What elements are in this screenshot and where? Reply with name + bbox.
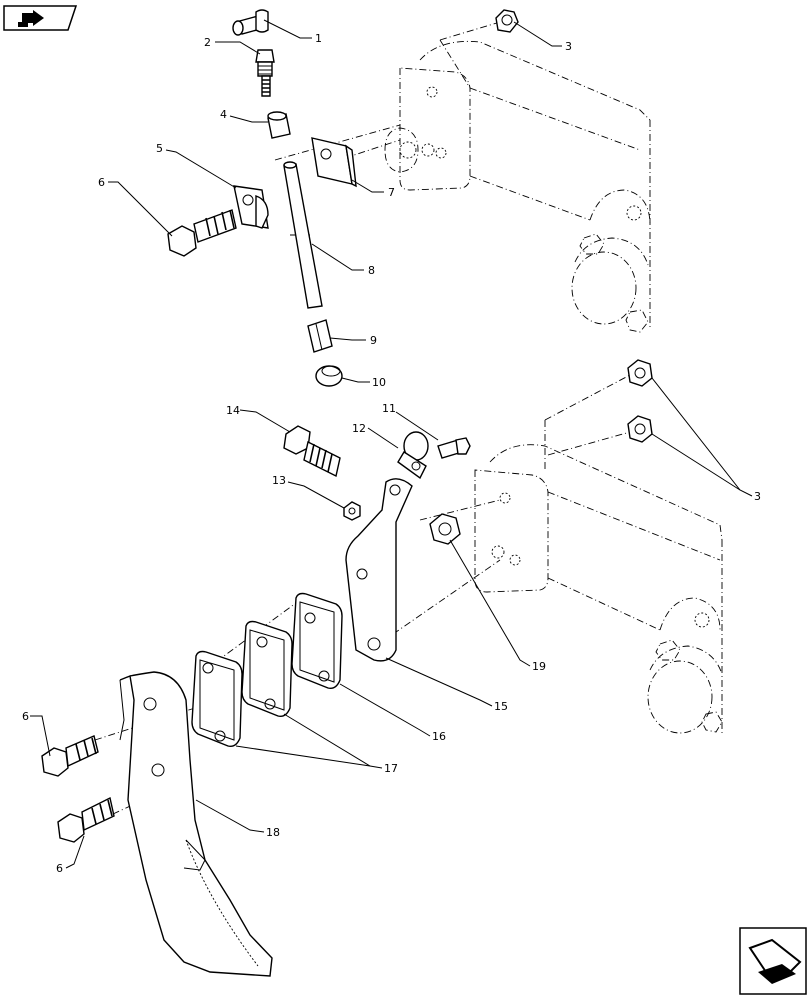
part-7-plate	[311, 137, 357, 188]
callout-17: 17	[384, 762, 398, 775]
callout-5: 5	[156, 142, 163, 155]
part-19-nut	[429, 513, 461, 545]
part-9-union	[307, 319, 333, 353]
part-6-bolt-low	[57, 796, 115, 843]
callout-15: 15	[494, 700, 508, 713]
callout-16: 16	[432, 730, 446, 743]
callout-14: 14	[226, 404, 240, 417]
part-8-tube	[283, 161, 323, 309]
part-18-shank	[119, 671, 273, 977]
part-2-grease-nipple	[255, 49, 275, 97]
part-13-nut	[343, 501, 361, 521]
part-11-bolt	[437, 437, 471, 459]
callout-4: 4	[220, 108, 227, 121]
callout-9: 9	[370, 334, 377, 347]
leader-lines	[30, 19, 753, 869]
callout-3-top: 3	[565, 40, 572, 53]
part-3-nut-lower-b	[627, 415, 653, 443]
part-10-ferrule	[315, 365, 343, 387]
callout-8: 8	[368, 264, 375, 277]
callouts: 1 2 3 4 5 6 7 8 9 10 11 12 13 14 3 19 15…	[22, 32, 761, 875]
callout-2: 2	[204, 36, 211, 49]
callout-3-lower: 3	[754, 490, 761, 503]
callout-19: 19	[532, 660, 546, 673]
callout-18: 18	[266, 826, 280, 839]
callout-6-low: 6	[56, 862, 63, 875]
part-16-shim	[291, 592, 343, 690]
part-5-clip	[233, 185, 269, 229]
upper-frame-phantom	[384, 39, 651, 333]
part-17-shim-a	[241, 620, 293, 718]
part-6-bolt-top	[167, 209, 237, 257]
lower-frame-phantom	[474, 444, 723, 735]
part-3-nut-top	[495, 9, 519, 33]
callout-7: 7	[388, 186, 395, 199]
callout-6-top: 6	[98, 176, 105, 189]
next-page-arrow-icon[interactable]	[739, 927, 807, 995]
callout-11: 11	[382, 402, 396, 415]
book-arrow-icon[interactable]	[3, 5, 78, 31]
part-15-bracket	[345, 478, 413, 662]
part-3-nut-lower-a	[627, 359, 653, 387]
part-4-spacer	[267, 111, 291, 139]
callout-13: 13	[272, 474, 286, 487]
part-6-bolt-mid	[41, 735, 99, 777]
part-1-elbow-fitting	[232, 9, 269, 36]
callout-1: 1	[315, 32, 322, 45]
callout-10: 10	[372, 376, 386, 389]
part-12-clip	[397, 431, 429, 480]
part-14-bolt	[283, 425, 341, 478]
callout-12: 12	[352, 422, 366, 435]
part-17-shim-b	[191, 650, 243, 748]
callout-6-mid: 6	[22, 710, 29, 723]
